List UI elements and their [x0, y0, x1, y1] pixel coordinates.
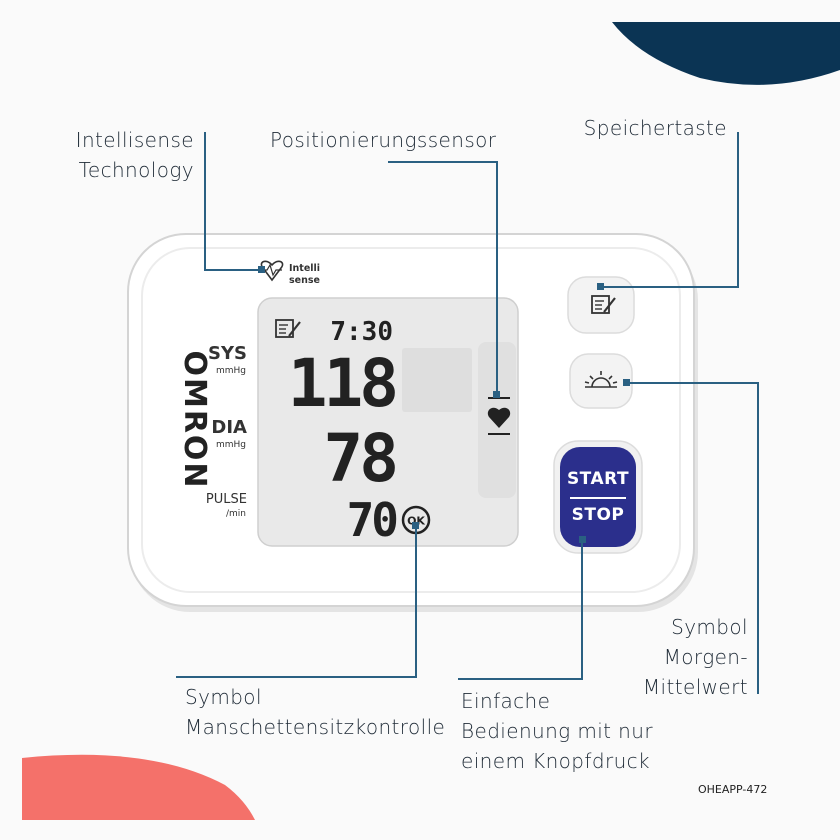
ok-badge: OK — [407, 515, 425, 528]
sunrise-icon — [584, 371, 618, 388]
pulse-unit: /min — [226, 509, 246, 519]
dia-unit: mmHg — [216, 440, 246, 450]
callout-position-sensor: Positionierungssensor — [270, 125, 496, 155]
lcd-time: 7:30 — [330, 317, 393, 347]
sys-value: 118 — [288, 345, 395, 422]
callout-morning-avg-line3: Mittelwert — [642, 675, 748, 699]
callout-intellisense: Intellisense Technology — [76, 125, 194, 185]
callout-single-button-line2: Bedienung mit nur — [461, 719, 653, 743]
dia-value: 78 — [324, 420, 396, 497]
navy-corner-shape — [612, 22, 840, 85]
lcd-faint-block — [402, 348, 472, 412]
pulse-value: 70 — [347, 493, 397, 547]
sys-unit: mmHg — [216, 366, 246, 376]
callout-single-button-line3: einem Knopfdruck — [461, 749, 651, 773]
morning-button-shape — [569, 353, 633, 409]
morning-average-button[interactable] — [570, 354, 632, 408]
callout-morning-avg: Symbol Morgen- Mittelwert — [643, 612, 748, 702]
sys-label: SYS — [208, 343, 247, 364]
brand-logo: OMRON — [177, 350, 212, 489]
pulse-label: PULSE — [206, 492, 247, 507]
callout-single-button-line1: Einfache — [461, 689, 551, 713]
intellisense-line1: Intelli — [289, 263, 320, 274]
lcd-memory-icon — [275, 319, 301, 338]
start-stop-button[interactable]: START STOP — [560, 447, 636, 547]
memory-icon — [591, 295, 616, 314]
stop-label: STOP — [571, 505, 625, 525]
heart-pulse-icon — [260, 260, 284, 282]
callout-intellisense-line1: Intellisense — [75, 128, 194, 152]
callout-morning-avg-line1: Symbol — [671, 615, 748, 639]
start-label: START — [566, 469, 630, 489]
intellisense-line2: sense — [289, 275, 320, 286]
callout-intellisense-line2: Technology — [78, 158, 194, 182]
callout-cuff-symbol: Symbol Manschettensitzkontrolle — [185, 682, 445, 742]
callout-cuff-symbol-line1: Symbol — [185, 685, 262, 709]
intellisense-logo: Intelli sense — [260, 260, 320, 286]
memory-button[interactable] — [568, 277, 634, 333]
leader-lines — [176, 132, 759, 694]
callout-morning-avg-line2: Morgen- — [663, 645, 748, 669]
callout-single-button: Einfache Bedienung mit nur einem Knopfdr… — [461, 686, 653, 776]
leader-dots — [258, 266, 630, 543]
device-inner-edge — [141, 247, 681, 593]
callout-memory-button: Speichertaste — [584, 113, 727, 143]
callout-cuff-symbol-line2: Manschettensitzkontrolle — [185, 715, 446, 739]
callout-position-sensor-line1: Positionierungssensor — [270, 128, 497, 152]
callout-memory-button-line1: Speichertaste — [583, 116, 727, 140]
coral-corner-shape — [22, 754, 255, 820]
product-code: OHEAPP-472 — [698, 783, 768, 796]
dia-label: DIA — [211, 417, 247, 438]
